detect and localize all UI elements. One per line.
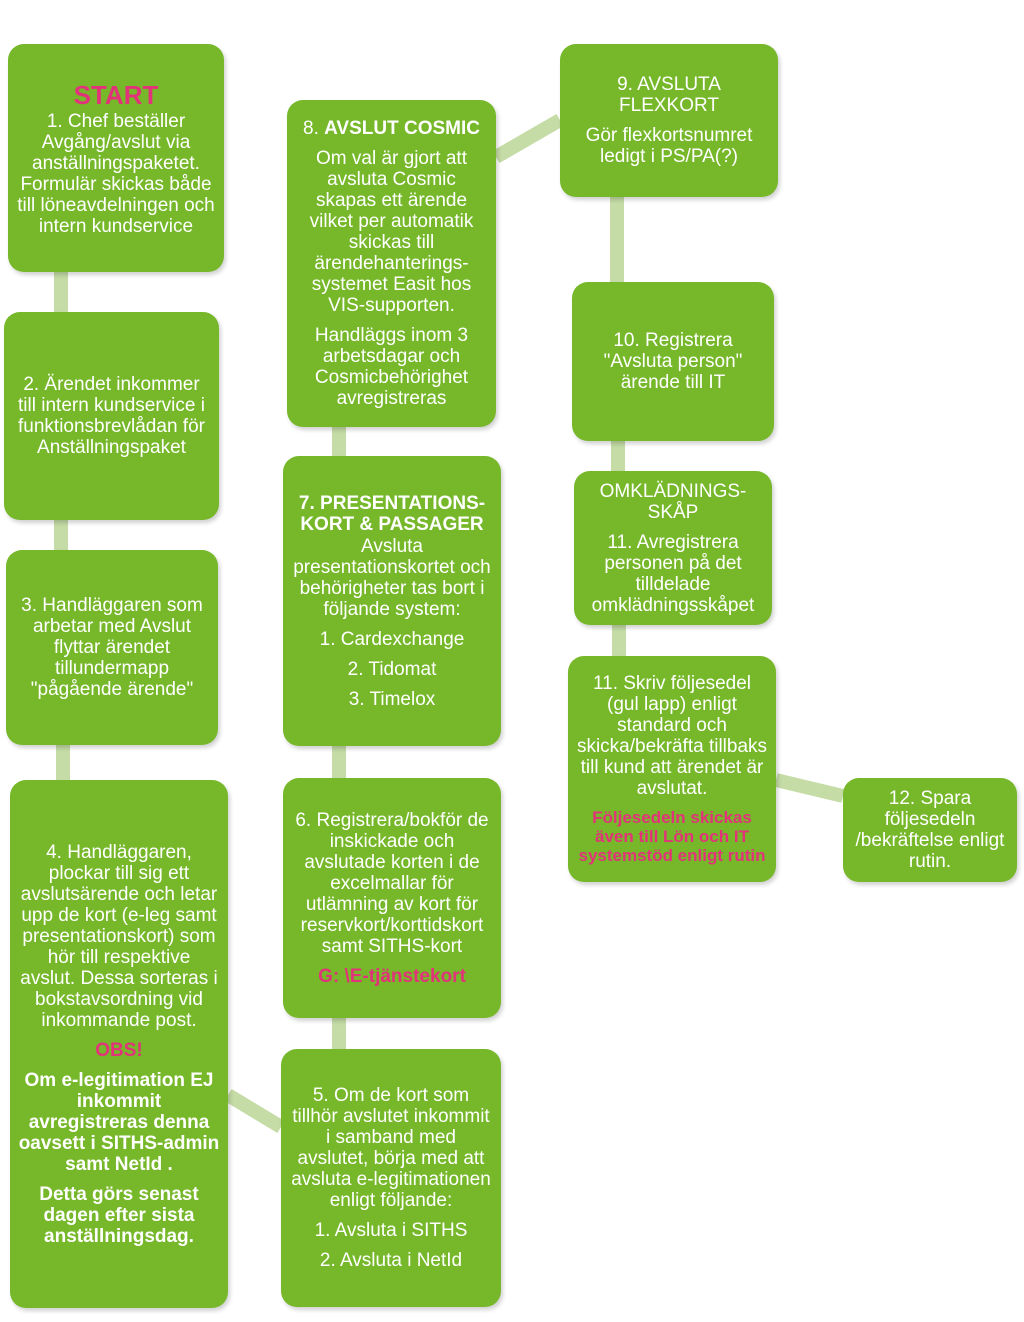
step-6-path: G: \E-tjänstekort — [318, 965, 466, 987]
step-4-text: 4. Handläggaren, plockar till sig ett av… — [20, 841, 218, 1031]
step-4-obs: OBS! — [95, 1039, 143, 1061]
step-8-box: 8. AVSLUT COSMIC Om val är gjort att avs… — [287, 100, 496, 427]
step-11-delivery-note-box: 11. Skriv följesedel (gul lapp) enligt s… — [568, 656, 776, 882]
step-7-box: 7. PRESENTATIONS-KORT & PASSAGER Avsluta… — [283, 456, 501, 746]
step-8-number: 8. — [303, 118, 325, 139]
step-8-heading: 8. AVSLUT COSMIC — [303, 118, 480, 139]
connector-4-5 — [224, 1089, 285, 1133]
step-5-text: 5. Om de kort som tillhör avslutet inkom… — [291, 1085, 491, 1211]
step-11-delivery-note-text: 11. Skriv följesedel (gul lapp) enligt s… — [576, 673, 768, 799]
step-5-box: 5. Om de kort som tillhör avslutet inkom… — [281, 1049, 501, 1307]
step-12-text: 12. Spara följesedeln /bekräftelse enlig… — [855, 788, 1005, 872]
connector-8-9 — [492, 113, 564, 164]
step-2-text: 2. Ärendet inkommer till intern kundserv… — [18, 374, 205, 458]
step-5-item-1: 1. Avsluta i SITHS — [314, 1220, 468, 1241]
step-1-start-box: START 1. Chef beställer Avgång/avslut vi… — [8, 44, 224, 272]
step-11-delivery-note-note: Följesedeln skickas även till Lön och IT… — [578, 808, 766, 865]
step-8-text-2: Handläggs inom 3 arbetsdagar och Cosmicb… — [314, 325, 469, 409]
step-11-locker-title: OMKLÄDNINGS-SKÅP — [599, 480, 747, 523]
step-9-title: 9. AVSLUTA FLEXKORT — [617, 74, 721, 116]
step-8-text: Om val är gjort att avsluta Cosmic skapa… — [309, 148, 474, 316]
step-11-locker-text: 11. Avregistrera personen på det tilldel… — [591, 531, 755, 616]
step-4-deadline: Detta görs senast dagen efter sista anst… — [39, 1183, 199, 1247]
step-9-text: Gör flexkortsnumret ledigt i PS/PA(?) — [585, 125, 753, 167]
step-7-item-3: 3. Timelox — [348, 688, 436, 710]
step-5-item-2: 2. Avsluta i NetId — [319, 1250, 463, 1271]
step-12-box: 12. Spara följesedeln /bekräftelse enlig… — [843, 778, 1017, 882]
start-title: START — [73, 79, 159, 110]
step-7-text: Avsluta presentationskortet och behörigh… — [293, 535, 491, 620]
step-7-item-2: 2. Tidomat — [347, 658, 437, 680]
step-7-title: 7. PRESENTATIONS-KORT & PASSAGER — [298, 492, 486, 535]
step-11-locker-box: OMKLÄDNINGS-SKÅP 11. Avregistrera person… — [574, 471, 772, 625]
step-6-box: 6. Registrera/bokför de inskickade och a… — [283, 778, 501, 1018]
step-3-text: 3. Handläggaren som arbetar med Avslut f… — [21, 595, 203, 700]
step-1-text: 1. Chef beställer Avgång/avslut via anst… — [17, 110, 215, 237]
step-10-text: 10. Registrera "Avsluta person" ärende t… — [603, 330, 743, 393]
step-2-box: 2. Ärendet inkommer till intern kundserv… — [4, 312, 219, 520]
step-8-title: AVSLUT COSMIC — [324, 118, 480, 139]
step-4-warning: Om e-legitimation EJ inkommit avregistre… — [18, 1069, 220, 1175]
connector-11b-12 — [774, 773, 845, 803]
step-7-item-1: 1. Cardexchange — [319, 628, 465, 650]
step-9-box: 9. AVSLUTA FLEXKORT Gör flexkortsnumret … — [560, 44, 778, 197]
step-3-box: 3. Handläggaren som arbetar med Avslut f… — [6, 550, 218, 745]
step-6-text: 6. Registrera/bokför de inskickade och a… — [295, 809, 489, 957]
step-10-box: 10. Registrera "Avsluta person" ärende t… — [572, 282, 774, 441]
step-4-box: 4. Handläggaren, plockar till sig ett av… — [10, 780, 228, 1308]
